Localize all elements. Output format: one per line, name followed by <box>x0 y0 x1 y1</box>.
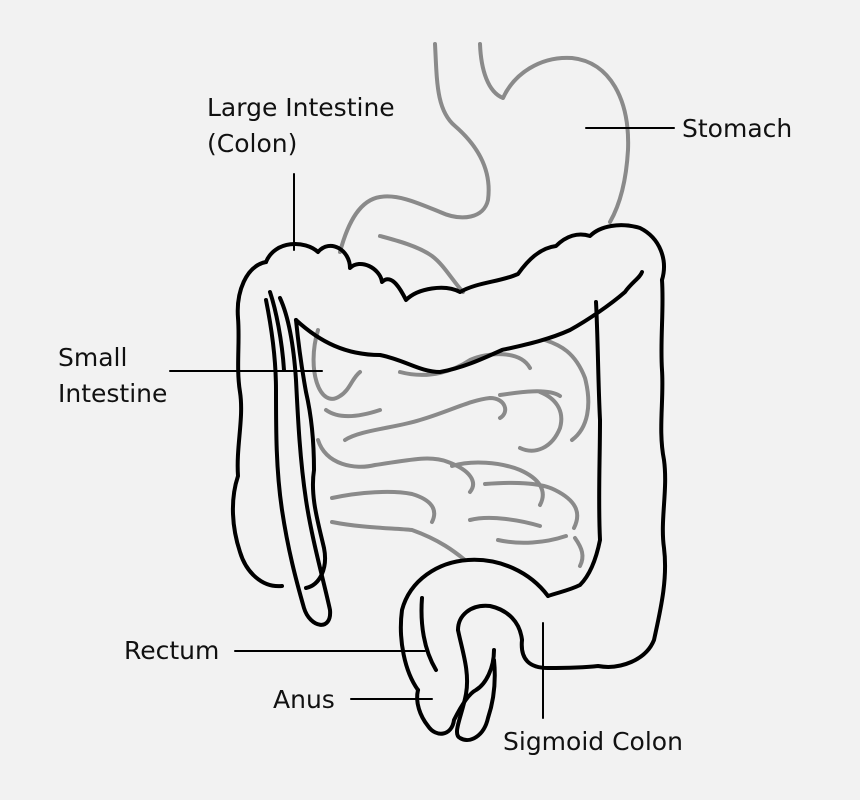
label-large-intestine-line1: Large Intestine <box>207 93 395 122</box>
leader-lines <box>169 127 675 719</box>
label-large-intestine-line2: (Colon) <box>207 129 298 158</box>
label-anus: Anus <box>273 685 335 714</box>
stomach-outline <box>338 42 631 294</box>
label-sigmoid-colon: Sigmoid Colon <box>503 727 683 756</box>
label-rectum: Rectum <box>124 636 220 665</box>
label-large-intestine: Large Intestine (Colon) <box>207 90 395 162</box>
label-stomach: Stomach <box>682 114 793 143</box>
colon-outline <box>230 223 668 742</box>
label-small-intestine-line2: Intestine <box>58 379 168 408</box>
label-small-intestine: Small Intestine <box>58 340 167 412</box>
label-small-intestine-line1: Small <box>58 343 128 372</box>
small-intestine-outline <box>311 328 591 568</box>
